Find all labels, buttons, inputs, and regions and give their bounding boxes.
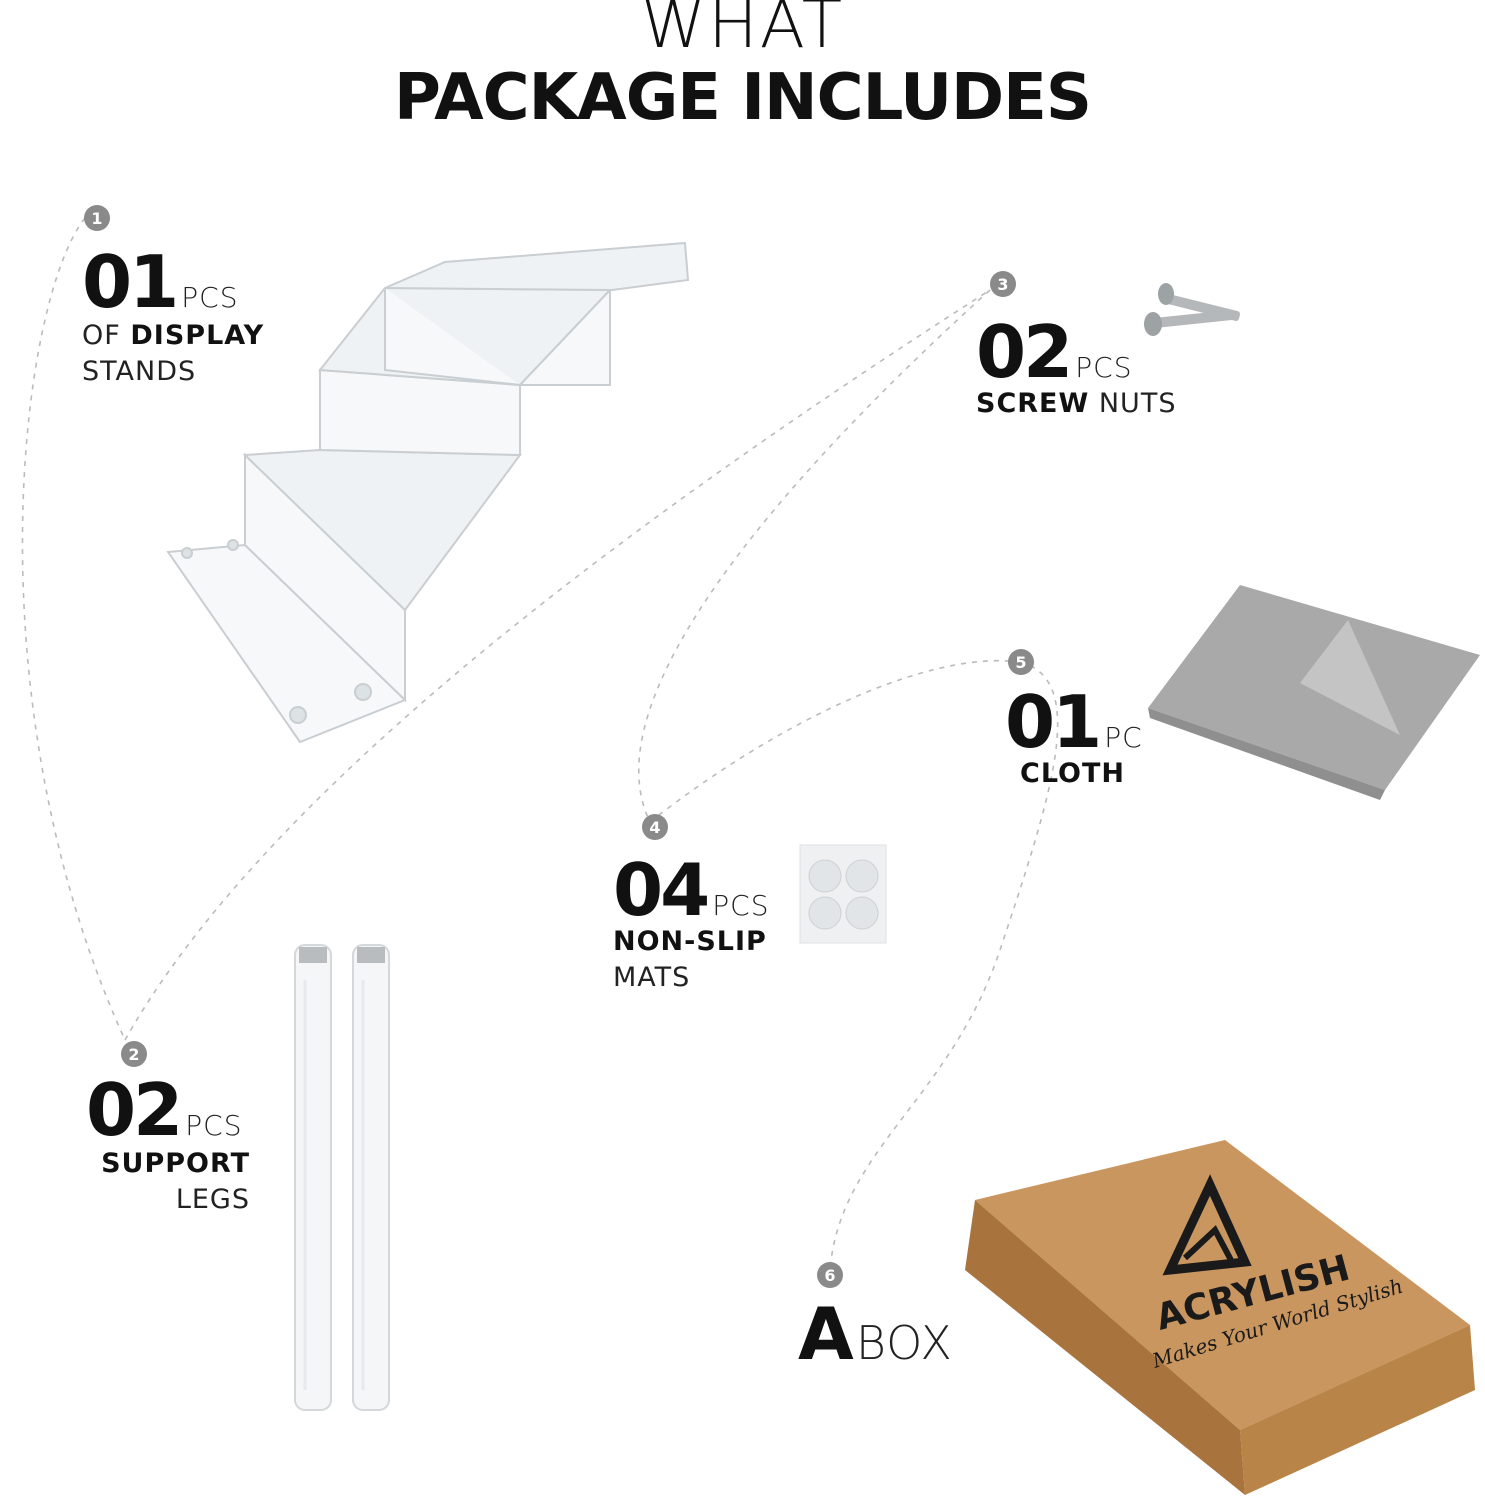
item-6-quantity: A BOX [798, 1298, 953, 1370]
badge-4: 4 [642, 814, 668, 840]
item-4-label-line2: MATS [613, 962, 691, 993]
item-2-quantity: 02 PCS [86, 1074, 243, 1146]
non-slip-pad-icon [799, 844, 887, 944]
item-6-unit: BOX [855, 1316, 953, 1370]
item-5-label: CLOTH [1020, 756, 1125, 792]
kraft-box-icon: ACRYLISH Makes Your World Stylish [965, 1140, 1475, 1495]
item-4-label-bold: NON-SLIP [613, 926, 767, 957]
item-6-qty: A [798, 1292, 854, 1376]
item-2-qty: 02 [86, 1068, 183, 1152]
heading-package-includes: PACKAGE INCLUDES [394, 61, 1092, 135]
badge-6: 6 [817, 1262, 843, 1288]
badge-1: 1 [84, 205, 110, 231]
item-4-label: NON-SLIP MATS [613, 924, 767, 996]
cleaning-cloth-icon [1148, 585, 1480, 800]
item-5-qty: 01 [1005, 680, 1102, 764]
item-1-quantity: 01 PCS [82, 246, 239, 318]
badge-2: 2 [121, 1041, 147, 1067]
item-3-qty: 02 [976, 310, 1073, 394]
badge-5: 5 [1008, 649, 1034, 675]
screw-icon [1144, 283, 1241, 336]
item-3-label-light: NUTS [1089, 388, 1177, 419]
item-1-qty: 01 [82, 240, 179, 324]
heading-what: WHAT [640, 0, 845, 63]
item-3-label-bold: SCREW [976, 388, 1090, 419]
item-5-label-bold: CLOTH [1020, 758, 1126, 789]
connector-lines [21, 217, 1059, 1271]
item-5-quantity: 01 PC [1005, 686, 1143, 758]
acrylic-stair-stand-icon [166, 241, 690, 744]
item-4-qty: 04 [613, 848, 710, 932]
support-leg-rod-icon [294, 944, 390, 1411]
item-3-label: SCREW NUTS [976, 386, 1176, 422]
item-4-unit: PCS [712, 889, 770, 922]
item-1-label: OF DISPLAY STANDS [82, 318, 264, 390]
item-5-unit: PC [1104, 721, 1143, 754]
item-1-label-line2: STANDS [82, 356, 197, 387]
item-1-unit: PCS [181, 281, 239, 314]
badge-3: 3 [990, 271, 1016, 297]
item-2-label: SUPPORT LEGS [80, 1146, 250, 1218]
item-1-label-bold: DISPLAY [130, 320, 265, 351]
item-1-label-light: OF [82, 320, 131, 351]
item-4-quantity: 04 PCS [613, 854, 770, 926]
item-2-label-bold: SUPPORT [101, 1148, 250, 1179]
item-2-unit: PCS [185, 1109, 243, 1142]
item-3-unit: PCS [1075, 351, 1133, 384]
item-2-label-line2: LEGS [175, 1184, 250, 1215]
item-3-quantity: 02 PCS [976, 316, 1133, 388]
